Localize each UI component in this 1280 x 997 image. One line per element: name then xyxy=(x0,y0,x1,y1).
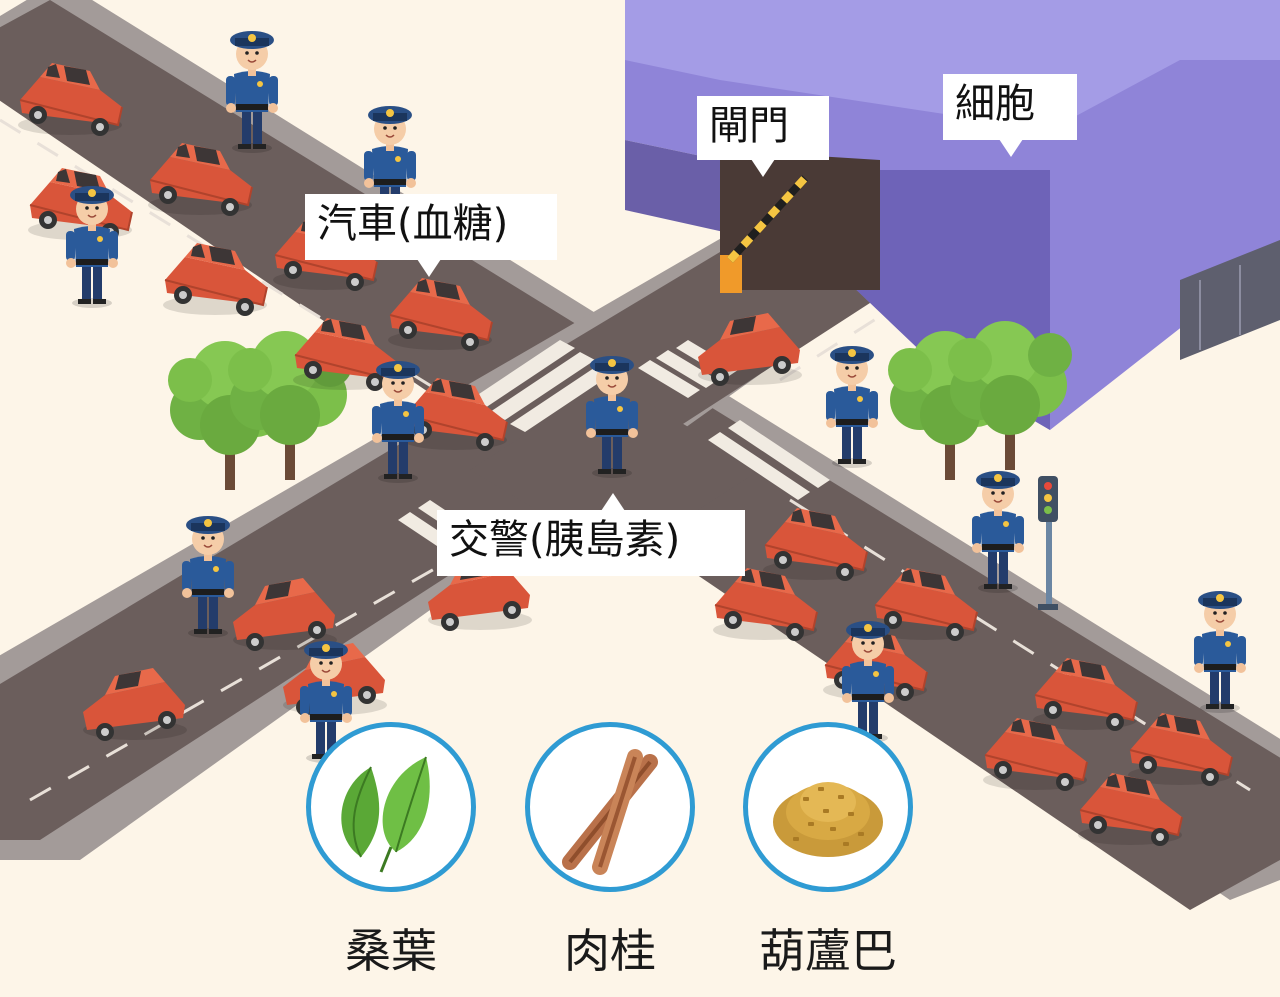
cars-label: 汽車(血糖) xyxy=(305,194,557,277)
herb-circle-mulberry xyxy=(306,722,476,892)
cell-label: 細胞 xyxy=(943,74,1077,157)
gate-barrier xyxy=(720,175,808,293)
police-label: 交警(胰島素) xyxy=(437,493,745,576)
herb-label-cinnamon: 肉桂 xyxy=(564,924,656,978)
fenugreek-seed-icon xyxy=(773,782,883,857)
herb-circle-fenugreek xyxy=(743,722,913,892)
herb-circle-cinnamon xyxy=(525,722,695,892)
gate-label-text: 閘門 xyxy=(709,103,789,149)
cars-label-pointer xyxy=(417,259,441,277)
herb-label-fenugreek: 葫蘆巴 xyxy=(759,924,897,978)
cell-label-text: 細胞 xyxy=(955,81,1035,127)
mulberry-leaf-icon xyxy=(341,756,430,873)
gate-label-pointer xyxy=(751,159,775,177)
cinnamon-stick-icon xyxy=(562,749,658,875)
cell-label-pointer xyxy=(999,139,1023,157)
herb-label-mulberry: 桑葉 xyxy=(345,924,437,978)
gate-label: 閘門 xyxy=(697,96,829,177)
police-label-text: 交警(胰島素) xyxy=(449,517,681,563)
cars-label-text: 汽車(血糖) xyxy=(317,201,509,247)
traffic-light xyxy=(1038,476,1058,610)
police-label-pointer xyxy=(601,493,625,511)
